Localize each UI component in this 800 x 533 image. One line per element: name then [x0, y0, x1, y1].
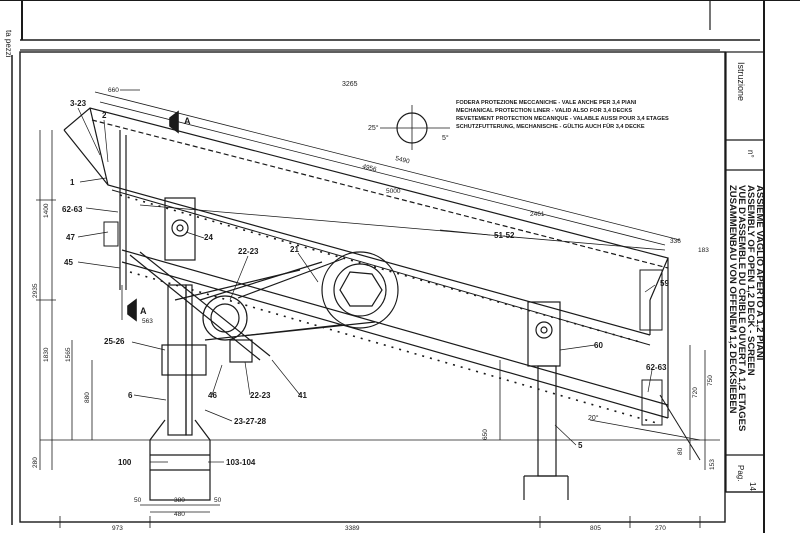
drawing-title: ASSIEME VAGLIO APERTO A 1,2 PIANI ASSEMB…: [727, 185, 765, 431]
angle-5: 5°: [442, 134, 449, 142]
n-label: n°: [746, 150, 755, 158]
part-1: 1: [70, 178, 75, 187]
dim-1565: 1565: [65, 347, 72, 362]
dim-153: 153: [709, 459, 716, 470]
part-100: 100: [118, 458, 132, 467]
dim-270: 270: [655, 525, 666, 532]
dim-5000: 5000: [386, 188, 401, 195]
dim-973: 973: [112, 525, 123, 532]
dim-2461: 2461: [530, 211, 545, 218]
title-block: [725, 51, 765, 493]
dim-380: 380: [174, 497, 185, 504]
part-45: 45: [64, 258, 73, 267]
note-line-2: MECHANICAL PROTECTION LINER - VALID ALSO…: [456, 108, 632, 114]
part-62-63-right: 62-63: [646, 363, 667, 372]
dim-50-right: 50: [214, 497, 222, 504]
vibrator-drive: [199, 251, 399, 341]
deck-dimension-lines: [94, 89, 681, 251]
dim-50-left: 50: [134, 497, 142, 504]
section-mark-arrows: [127, 110, 179, 322]
cross-bracing: [129, 251, 301, 361]
section-mark-top: A: [184, 116, 191, 126]
part-22-23-bottom: 22-23: [250, 391, 271, 400]
header-fragment: ta pezzi: [4, 30, 13, 58]
part-47: 47: [66, 233, 75, 242]
dim-720: 720: [692, 387, 699, 398]
part-21: 21: [290, 245, 299, 254]
dim-2935: 2935: [32, 283, 39, 298]
dim-880: 880: [84, 392, 91, 403]
part-23-27-28: 23-27-28: [234, 417, 267, 426]
note-line-1: FODERA PROTEZIONE MECCANICHE - VALE ANCH…: [456, 100, 637, 106]
end-details: [103, 221, 701, 461]
dim-1400: 1400: [43, 203, 50, 218]
dim-650: 650: [482, 429, 489, 440]
part-60: 60: [594, 341, 603, 350]
page-label: Pag.: [736, 465, 745, 481]
part-103-104: 103-104: [226, 458, 256, 467]
part-3-23: 3-23: [70, 99, 87, 108]
section-mark-bottom: A: [140, 306, 147, 316]
part-41: 41: [298, 391, 307, 400]
part-6: 6: [128, 391, 133, 400]
title-line-2: ASSEMBLY OF OPEN 1,2 DECK - SCREEN: [745, 185, 756, 376]
part-5: 5: [578, 441, 583, 450]
dimension-lines: [36, 130, 720, 528]
part-59: 59: [660, 279, 669, 288]
dim-3389: 3389: [345, 525, 360, 532]
notes-block: FODERA PROTEZIONE MECCANICHE - VALE ANCH…: [456, 100, 669, 130]
dim-80: 80: [677, 447, 684, 455]
note-line-3: REVETEMENT PROTECTION MECANIQUE - VALABL…: [456, 116, 669, 122]
dim-336: 336: [670, 238, 681, 245]
title-line-4: ZUSAMMENBAU VON OFFENEM 1,2 DECKSIEBEN: [727, 185, 738, 414]
part-46: 46: [208, 391, 217, 400]
dim-480: 480: [174, 511, 185, 518]
page-number: 14: [748, 482, 757, 491]
dim-5490: 5490: [395, 155, 411, 165]
screen-body: [63, 107, 669, 425]
part-22-23-top: 22-23: [238, 247, 259, 256]
angle-indicator: [380, 105, 450, 150]
dim-660: 660: [108, 87, 119, 94]
dim-563: 563: [142, 318, 153, 325]
right-support: [523, 301, 569, 500]
note-line-4: SCHUTZFUTTERUNG, MECHANISCHE - GÜLTIG AU…: [456, 123, 645, 130]
leader-lines: [77, 107, 656, 463]
header-number: 3265: [342, 81, 358, 88]
dim-1830: 1830: [43, 347, 50, 362]
istruzione-label: Istruzione: [736, 62, 746, 101]
part-2: 2: [102, 111, 107, 120]
angle-25: 25°: [368, 124, 379, 132]
dim-805: 805: [590, 525, 601, 532]
part-24: 24: [204, 233, 213, 242]
dim-750: 750: [707, 375, 714, 386]
angle-20: 20°: [588, 414, 599, 422]
part-51-52: 51-52: [494, 231, 515, 240]
dim-4956: 4956: [362, 163, 378, 173]
part-labels: 3-23 2 1 62-63 47 45 24 22-23 21 51-52 2…: [62, 99, 669, 467]
dim-280: 280: [32, 457, 39, 468]
part-25-26: 25-26: [104, 337, 125, 346]
left-support: [149, 197, 253, 501]
dim-183: 183: [698, 247, 709, 254]
title-line-1: ASSIEME VAGLIO APERTO A 1,2 PIANI: [754, 185, 765, 360]
part-62-63-left: 62-63: [62, 205, 83, 214]
title-line-3: VUE D'ASSEMBLE DU CRIBLE OUVERT A 1,2 ET…: [736, 185, 747, 431]
dimension-labels: 5490 4956 5000 2461 660 1400 2935 1830 1…: [32, 87, 716, 532]
